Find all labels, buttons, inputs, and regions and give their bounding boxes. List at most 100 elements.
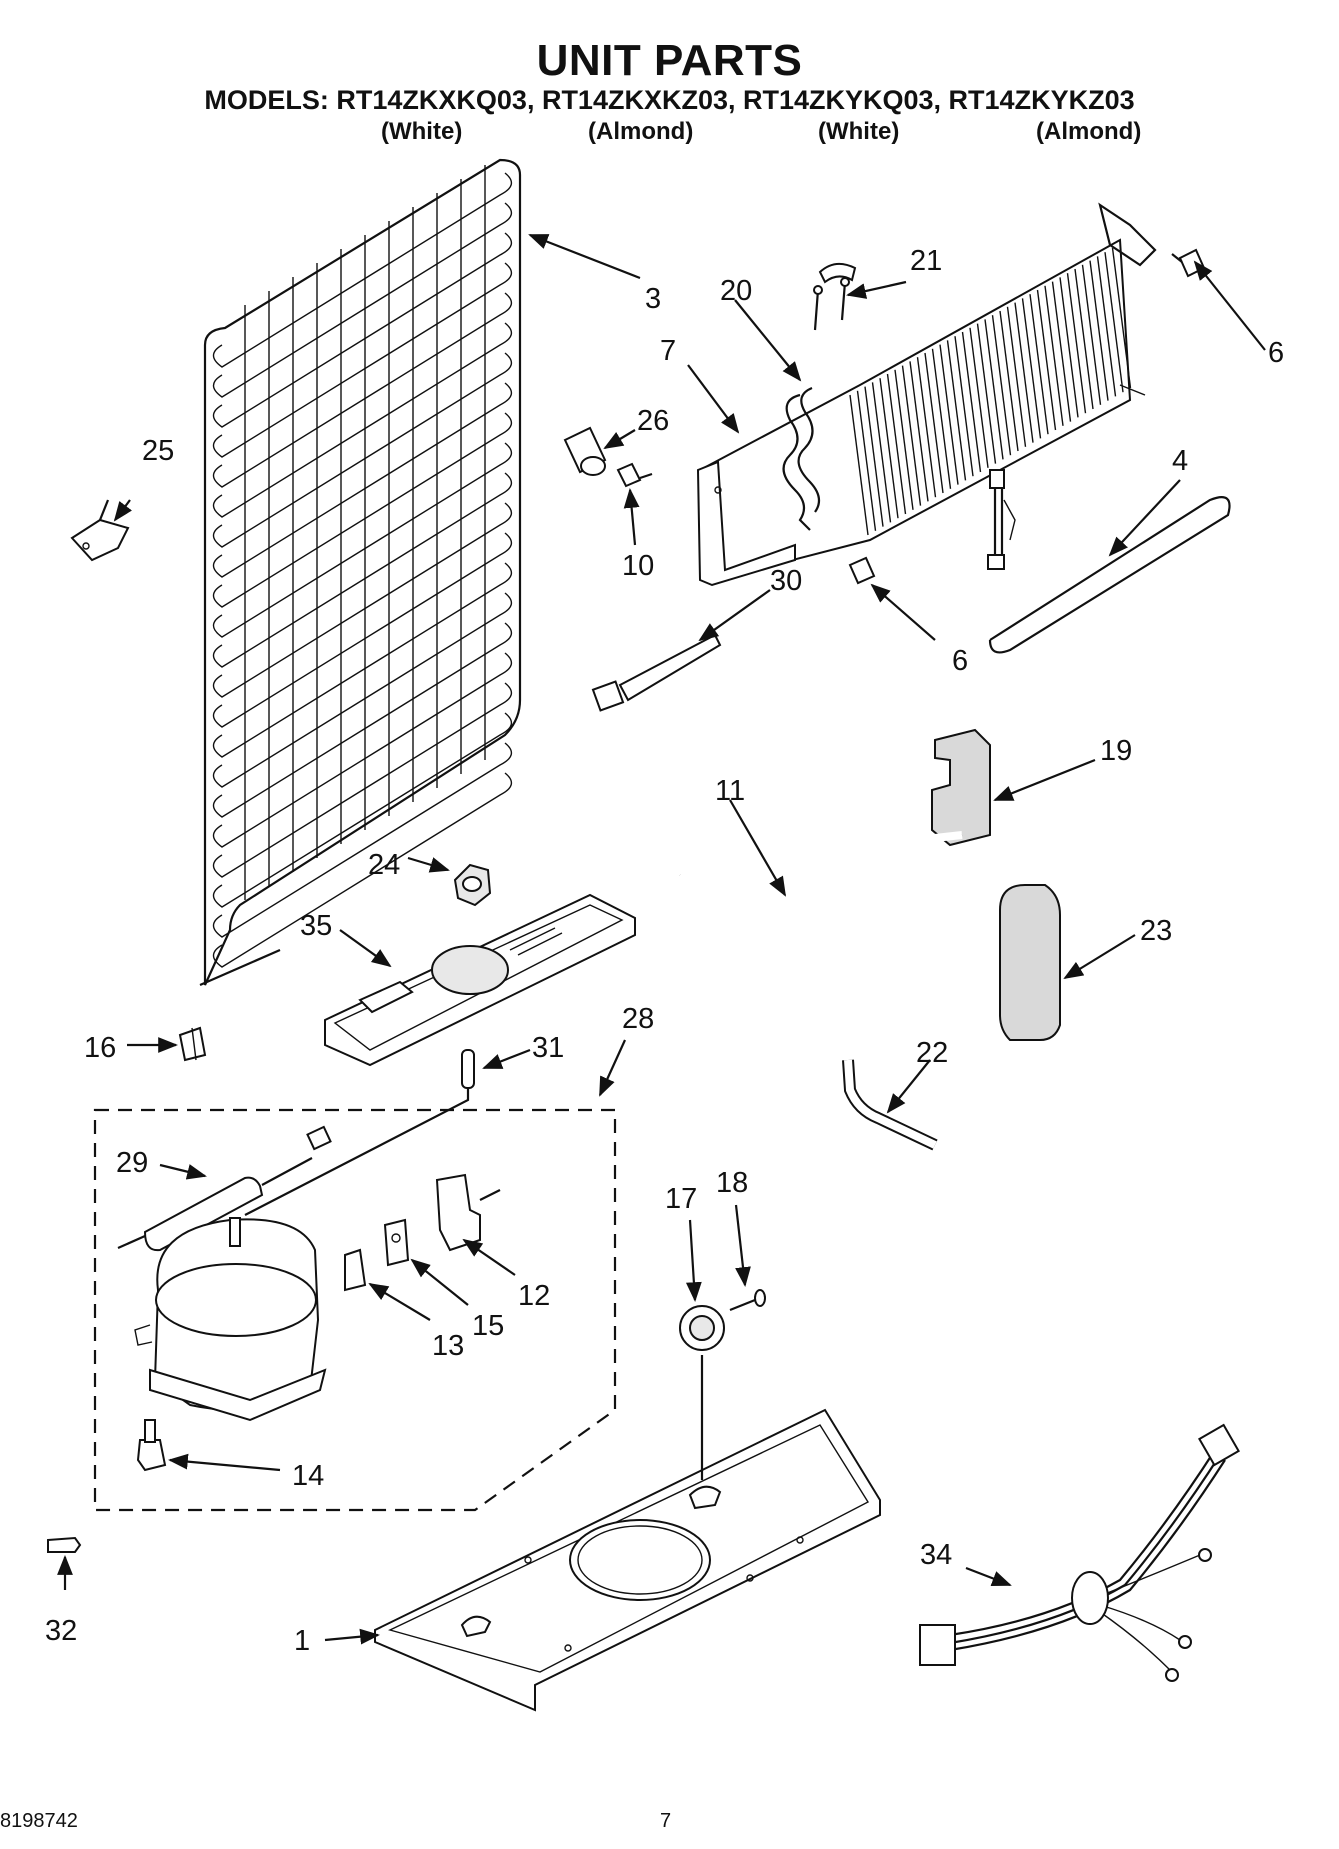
evaporator-fin <box>1066 273 1087 414</box>
callout-23: 23 <box>1140 915 1172 947</box>
callout-18: 18 <box>716 1167 748 1199</box>
evaporator-fin <box>1074 268 1094 410</box>
bracket-part-25 <box>70 499 130 562</box>
foam-block-part-19 <box>931 728 991 847</box>
callout-20: 20 <box>720 275 752 307</box>
callout-28: 28 <box>622 1003 654 1035</box>
evaporator-fin <box>969 327 989 468</box>
coil-loop <box>212 292 513 488</box>
tube-part-11 <box>677 831 963 913</box>
callout-25: 25 <box>142 435 174 467</box>
coil-loop <box>212 682 513 878</box>
coil-loop <box>212 772 513 968</box>
clip-part-21 <box>818 262 857 284</box>
coil-loop <box>212 202 513 398</box>
screw-part-6-upper <box>1171 248 1206 278</box>
page-number: 7 <box>660 1810 672 1832</box>
clip-part-32 <box>47 1536 82 1553</box>
callout-35: 35 <box>300 910 332 942</box>
overload-part-15 <box>383 1218 410 1267</box>
callout-19: 19 <box>1100 735 1132 767</box>
callout-10: 10 <box>622 550 654 582</box>
evaporator-fin <box>954 336 974 477</box>
evaporator-fin <box>939 344 959 485</box>
callout-4: 4 <box>1172 445 1188 477</box>
evaporator-fin <box>1111 247 1132 389</box>
coil-loop <box>212 742 513 938</box>
terminal-cover-part-13 <box>344 1248 367 1292</box>
models-line: MODELS: RT14ZKXKQ03, RT14ZKXKZ03, RT14ZK… <box>204 85 1135 115</box>
coil-loop <box>212 712 513 908</box>
evaporator-fin <box>1029 294 1049 435</box>
evaporator-fin <box>924 352 944 494</box>
compressor-assembly-part-28 <box>93 1108 617 1512</box>
callout-3: 3 <box>645 283 661 315</box>
callout-1: 1 <box>294 1625 310 1657</box>
coil-loop <box>212 172 513 368</box>
coil-loop <box>212 232 513 428</box>
coil-loop <box>212 532 513 728</box>
drain-pan-part-35 <box>324 893 636 1067</box>
evaporator-fin <box>1006 306 1027 447</box>
drier-part-29 <box>117 1125 332 1252</box>
evaporator-fin <box>984 319 1004 460</box>
evaporator-fin <box>1059 277 1079 418</box>
callout-16: 16 <box>84 1032 116 1064</box>
base-part-1 <box>374 1355 881 1712</box>
spacer-part-26 <box>563 426 607 476</box>
callout-31: 31 <box>532 1032 564 1064</box>
wire-harness-part-34 <box>919 1423 1240 1682</box>
evaporator-fin <box>1051 281 1072 422</box>
evaporator-fin <box>871 382 892 523</box>
evaporator-fin <box>1021 298 1042 439</box>
callout-6-upper: 6 <box>1268 337 1284 369</box>
screw-part-6-lower <box>848 556 876 585</box>
color-label-2: (Almond) <box>588 118 694 145</box>
callout-14: 14 <box>292 1460 324 1492</box>
evaporator-fin <box>856 390 877 531</box>
evaporator-fin <box>1089 260 1109 401</box>
document-number: 8198742 <box>0 1810 78 1832</box>
tube-part-31 <box>244 1049 475 1216</box>
callout-11: 11 <box>715 775 745 807</box>
clip-part-16 <box>178 1026 207 1062</box>
evaporator-fin <box>849 394 869 536</box>
coil-loop <box>212 652 513 848</box>
evaporator-fin <box>1081 264 1102 405</box>
callout-34: 34 <box>920 1539 952 1571</box>
coil-loop <box>212 562 513 758</box>
callout-29: 29 <box>116 1147 148 1179</box>
foam-block-part-23 <box>999 884 1061 1041</box>
callout-7: 7 <box>660 335 676 367</box>
color-label-4: (Almond) <box>1036 118 1142 145</box>
callout-13: 13 <box>432 1330 464 1362</box>
evaporator-fin <box>864 386 884 527</box>
cable-tie-part-30 <box>591 633 722 712</box>
coil-loop <box>212 322 513 518</box>
evaporator-fin <box>886 373 907 515</box>
grommet-part-14 <box>136 1419 167 1472</box>
condenser-coil <box>199 158 522 987</box>
coil-loop <box>212 502 513 698</box>
evaporator <box>698 202 1157 582</box>
evaporator-fin <box>946 340 967 481</box>
evaporator-fin <box>991 315 1012 456</box>
callout-21: 21 <box>910 245 942 277</box>
coil-loop <box>212 352 513 548</box>
evaporator-fin <box>976 323 997 464</box>
callout-30: 30 <box>770 565 802 597</box>
evaporator-fin <box>916 357 937 498</box>
evaporator-fin <box>1096 256 1117 397</box>
drain-trough-part-7 <box>696 460 796 587</box>
defrost-heater-part-4 <box>987 469 1231 654</box>
color-label-1: (White) <box>381 118 463 145</box>
evaporator-fin <box>1014 302 1034 443</box>
callout-24: 24 <box>368 849 400 881</box>
evaporator-fin <box>909 361 929 502</box>
evaporator-fin <box>879 378 899 519</box>
evaporator-fin <box>1104 252 1124 393</box>
coil-loop <box>212 622 513 818</box>
coil-loop <box>212 412 513 608</box>
callout-22: 22 <box>916 1037 948 1069</box>
evaporator-fin <box>961 331 982 473</box>
